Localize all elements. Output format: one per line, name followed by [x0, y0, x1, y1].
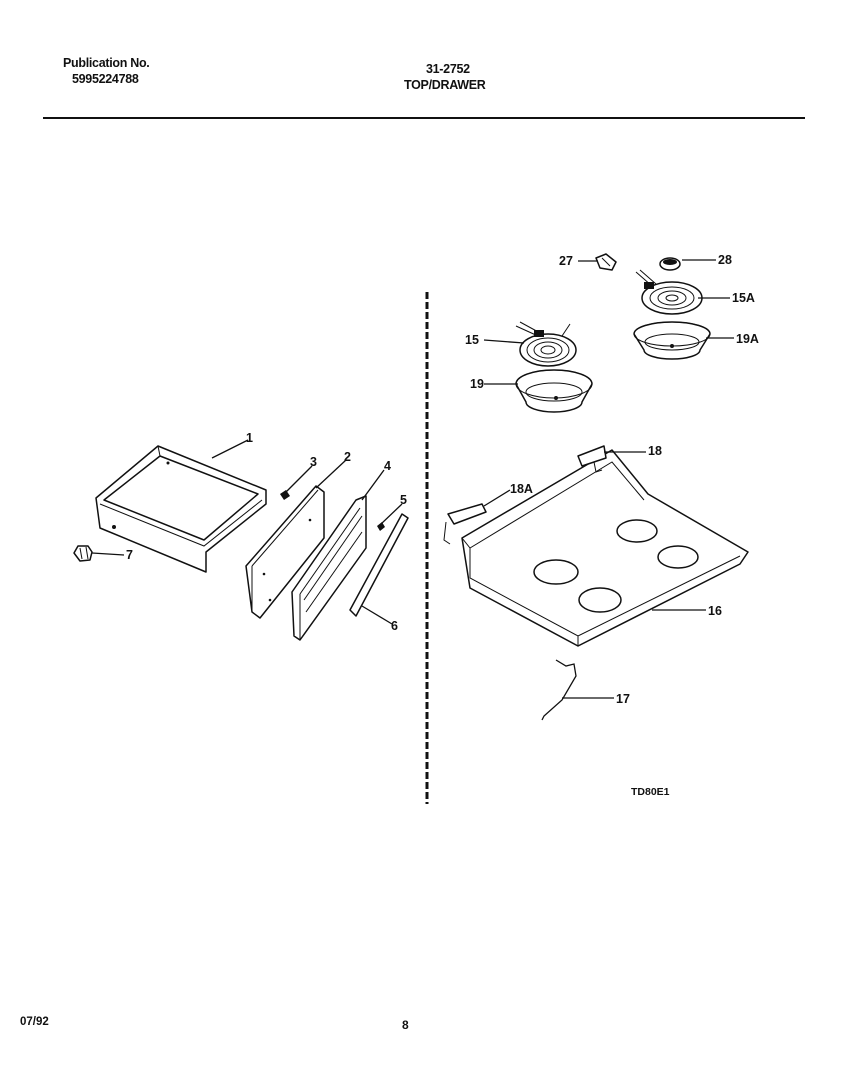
callout-28: 28	[718, 253, 732, 267]
part-19A-drip-bowl[interactable]	[633, 321, 711, 360]
callout-7: 7	[126, 548, 133, 562]
part-15A-surface-element[interactable]	[635, 269, 703, 315]
page-title: TOP/DRAWER	[404, 78, 486, 92]
callout-18: 18	[648, 444, 662, 458]
publication-number: 5995224788	[72, 72, 139, 86]
part-16-cooktop[interactable]	[461, 449, 749, 647]
part-17-support-rod[interactable]	[541, 659, 577, 721]
callout-19A: 19A	[736, 332, 759, 346]
part-1-drawer[interactable]	[95, 445, 267, 573]
callout-6: 6	[391, 619, 398, 633]
part-2-drawer-front[interactable]	[245, 485, 325, 619]
part-15-surface-element[interactable]	[515, 321, 577, 367]
part-4-drawer-panel[interactable]	[291, 495, 367, 641]
header-rule	[43, 117, 805, 119]
callout-2: 2	[344, 450, 351, 464]
callout-16: 16	[708, 604, 722, 618]
callout-5: 5	[400, 493, 407, 507]
publication-label: Publication No.	[63, 56, 150, 70]
part-27-terminal-block[interactable]	[595, 253, 617, 271]
callout-27: 27	[559, 254, 573, 268]
part-18A-hinge[interactable]	[443, 503, 487, 545]
leader-lines	[91, 259, 734, 699]
callout-15A: 15A	[732, 291, 755, 305]
callout-18A: 18A	[510, 482, 533, 496]
callout-3: 3	[310, 455, 317, 469]
part-18-hinge[interactable]	[577, 445, 607, 473]
part-19-drip-bowl[interactable]	[515, 369, 593, 413]
part-3-screw[interactable]	[280, 490, 290, 500]
drawing-code: TD80E1	[631, 786, 670, 798]
part-28-cap[interactable]	[659, 257, 681, 271]
part-6-trim[interactable]	[349, 513, 409, 617]
footer-date: 07/92	[20, 1016, 49, 1028]
part-7-roller[interactable]	[73, 545, 93, 562]
callout-1: 1	[246, 431, 253, 445]
callout-15: 15	[465, 333, 479, 347]
part-5-clip[interactable]	[377, 522, 385, 531]
callout-17: 17	[616, 692, 630, 706]
document-number: 31-2752	[426, 62, 470, 76]
page-number: 8	[402, 1018, 409, 1032]
callout-4: 4	[384, 459, 391, 473]
callout-19: 19	[470, 377, 484, 391]
